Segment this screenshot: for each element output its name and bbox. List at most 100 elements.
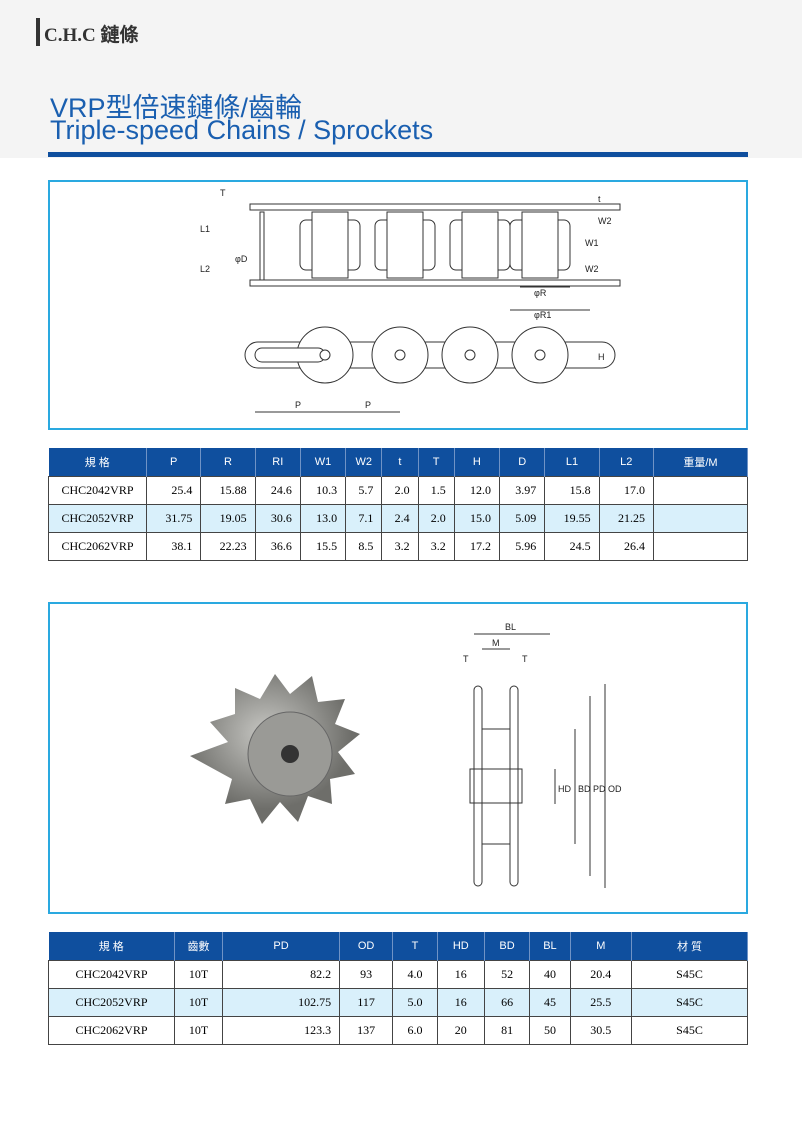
dim-label: T xyxy=(522,654,528,664)
table-cell: 3.2 xyxy=(381,531,419,561)
dim-label: W1 xyxy=(585,238,599,248)
dim-label: L2 xyxy=(200,264,210,274)
table-cell: 2.0 xyxy=(417,503,455,533)
chain-diagram-frame: T L1 L2 φD t W2 W1 W2 φR φR1 H P P xyxy=(48,180,748,430)
table-cell: 81 xyxy=(483,1015,531,1045)
table-cell: 2.0 xyxy=(381,475,419,505)
dim-label: W2 xyxy=(598,216,612,226)
brand-bar xyxy=(36,18,40,46)
table-cell: 93 xyxy=(339,959,394,989)
table-cell: BD xyxy=(484,932,531,960)
dim-label: PD xyxy=(593,784,606,794)
sprocket-diagram-frame: BL M T T HD BD PD OD xyxy=(48,602,748,914)
dim-label: P xyxy=(365,400,371,410)
table-cell: 1.5 xyxy=(417,475,455,505)
table-cell: 5.7 xyxy=(345,475,383,505)
table-cell: 50 xyxy=(529,1015,571,1045)
table-cell: T xyxy=(392,932,438,960)
table-cell: 3.97 xyxy=(499,475,546,505)
table-cell: 16 xyxy=(436,959,485,989)
dim-label: T xyxy=(463,654,469,664)
table-cell: 15.0 xyxy=(453,503,501,533)
table-cell: 10T xyxy=(174,987,223,1017)
table-cell: 66 xyxy=(483,987,531,1017)
sprocket-diagram: BL M T T HD BD PD OD xyxy=(190,622,622,888)
table-cell: RI xyxy=(255,448,301,476)
table-cell: L1 xyxy=(544,448,600,476)
dim-label: W2 xyxy=(585,264,599,274)
table-cell xyxy=(653,531,748,561)
table-cell: 6.0 xyxy=(392,1015,438,1045)
dim-label: BL xyxy=(505,622,516,632)
table-cell: 12.0 xyxy=(453,475,501,505)
table-cell: CHC2052VRP xyxy=(48,503,147,533)
table-cell: CHC2062VRP xyxy=(48,531,147,561)
dim-label: φD xyxy=(235,254,248,264)
dim-label: φR xyxy=(534,288,547,298)
chain-diagram: T L1 L2 φD t W2 W1 W2 φR φR1 H P P xyxy=(200,188,621,413)
table-cell: 24.6 xyxy=(254,475,301,505)
table-cell: 齒數 xyxy=(174,932,223,960)
table-cell: 30.5 xyxy=(569,1015,633,1045)
table-cell: 2.4 xyxy=(381,503,419,533)
table-cell: CHC2042VRP xyxy=(48,475,147,505)
sprocket-photo xyxy=(190,674,360,824)
table-cell: S45C xyxy=(631,987,748,1017)
table-cell: W2 xyxy=(345,448,383,476)
table-cell: T xyxy=(418,448,455,476)
table-cell: 25.5 xyxy=(569,987,633,1017)
table-cell: 17.2 xyxy=(453,531,501,561)
table-cell: HD xyxy=(437,932,485,960)
table-cell: 規 格 xyxy=(48,932,175,960)
table-cell: 15.8 xyxy=(544,475,600,505)
dim-label: M xyxy=(492,638,500,648)
table-cell: 19.55 xyxy=(544,503,600,533)
table-cell: 3.2 xyxy=(417,531,455,561)
dim-label: φR1 xyxy=(534,310,551,320)
table-cell: 10T xyxy=(174,959,223,989)
table-cell: 82.2 xyxy=(221,959,341,989)
dim-label: HD xyxy=(558,784,571,794)
table-cell: 123.3 xyxy=(221,1015,341,1045)
dim-label: H xyxy=(598,352,605,362)
table-cell: 117 xyxy=(339,987,394,1017)
table-cell: 19.05 xyxy=(200,503,256,533)
page-title-en: Triple-speed Chains / Sprockets xyxy=(50,115,434,145)
table-cell: 10T xyxy=(174,1015,223,1045)
table-cell: CHC2042VRP xyxy=(48,959,175,989)
table-cell: 31.75 xyxy=(145,503,202,533)
table-cell: H xyxy=(454,448,501,476)
table-cell: 16 xyxy=(436,987,485,1017)
dim-label: OD xyxy=(608,784,622,794)
table-cell: 102.75 xyxy=(221,987,341,1017)
table-cell: W1 xyxy=(300,448,347,476)
table-cell: 5.96 xyxy=(499,531,546,561)
table-cell: M xyxy=(570,932,633,960)
table-cell: 38.1 xyxy=(145,531,202,561)
table-cell: P xyxy=(146,448,202,476)
table-cell: 21.25 xyxy=(598,503,655,533)
table-cell: 30.6 xyxy=(254,503,301,533)
table-cell: 36.6 xyxy=(254,531,301,561)
table-cell: 52 xyxy=(483,959,531,989)
table-cell: OD xyxy=(339,932,394,960)
table-cell: 20.4 xyxy=(569,959,633,989)
table-cell: 5.09 xyxy=(499,503,546,533)
table-cell: 137 xyxy=(339,1015,394,1045)
table-cell: 重量/M xyxy=(653,448,748,476)
table-cell: CHC2062VRP xyxy=(48,1015,175,1045)
table-cell: 13.0 xyxy=(299,503,347,533)
table-cell: 25.4 xyxy=(145,475,202,505)
table-cell: t xyxy=(381,448,419,476)
table-cell: S45C xyxy=(631,959,748,989)
table-cell: 40 xyxy=(529,959,571,989)
